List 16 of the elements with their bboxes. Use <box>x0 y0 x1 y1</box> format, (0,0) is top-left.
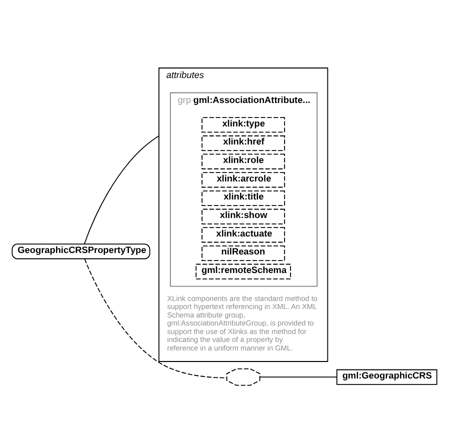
node-octagon <box>226 368 260 386</box>
connector <box>84 258 228 378</box>
node-label: XLink components are the standard method to support hypertext referencing in XML. An XML Schema attribute group, gml:AssociationAttributeGroup, is provided to support the use of Xlinks as the method for indicating the value of a property by reference in a uniform manner in GML. <box>167 294 318 352</box>
connector <box>84 135 160 244</box>
node-box: xlink:title <box>202 190 286 206</box>
node-box: xlink:arcrole <box>202 172 286 188</box>
node-box: xlink:type <box>202 117 286 133</box>
node-box: xlink:actuate <box>202 227 286 243</box>
node-box: gml:GeographicCRS <box>336 369 438 385</box>
node-box: xlink:href <box>202 135 286 151</box>
node-box: nilReason <box>202 245 286 262</box>
connector <box>259 376 338 378</box>
node-box: gml:remoteSchema <box>196 264 291 280</box>
node-box: xlink:show <box>202 208 286 224</box>
node-box: GeographicCRSPropertyType <box>12 244 150 260</box>
node-box: xlink:role <box>202 154 286 170</box>
